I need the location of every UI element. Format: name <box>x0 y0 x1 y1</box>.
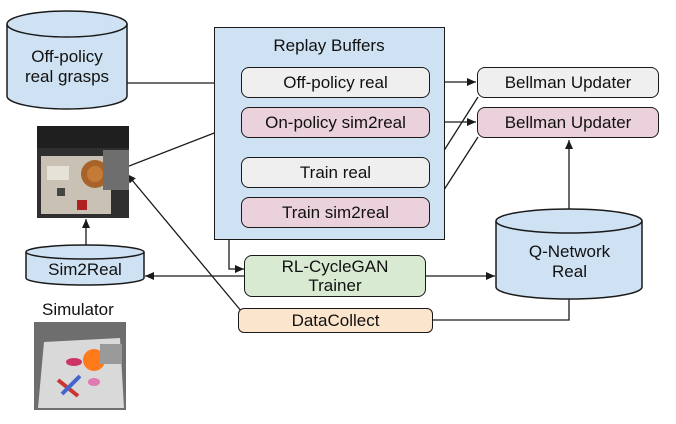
buffer-train-real[interactable]: Train real <box>241 157 430 188</box>
sim2real-cylinder: Sim2Real <box>25 244 145 286</box>
bellman-updater-bottom[interactable]: Bellman Updater <box>477 107 659 138</box>
arrow-datacollect-to-robot <box>126 173 243 313</box>
sim-robot-image <box>34 322 126 410</box>
q-network-label: Q-Network Real <box>495 238 644 286</box>
sim-robot-photo <box>34 322 126 410</box>
real-robot-photo <box>37 126 129 218</box>
data-collect[interactable]: DataCollect <box>238 308 433 333</box>
cyclegan-line1: RL-CycleGAN <box>281 257 389 276</box>
q-network-line2: Real <box>552 262 587 281</box>
line-qnet-to-datacollect <box>433 298 570 321</box>
offpolicy-grasps-label: Off-policy real grasps <box>6 42 128 92</box>
offpolicy-grasps-line2: real grasps <box>24 67 110 86</box>
offpolicy-grasps-line1: Off-policy <box>31 47 103 66</box>
cyclegan-line2: Trainer <box>308 276 362 295</box>
offpolicy-grasps-cylinder: Off-policy real grasps <box>6 10 128 110</box>
q-network-cylinder: Q-Network Real <box>495 208 644 300</box>
replay-buffers-title: Replay Buffers <box>273 36 385 55</box>
cyclegan-trainer[interactable]: RL-CycleGAN Trainer <box>244 255 426 297</box>
cylinder-shape <box>25 244 145 286</box>
buffer-onpolicy-sim2real[interactable]: On-policy sim2real <box>241 107 430 138</box>
buffer-train-sim2real[interactable]: Train sim2real <box>241 197 430 228</box>
q-network-line1: Q-Network <box>528 242 611 261</box>
sim2real-label: Sim2Real <box>48 260 122 279</box>
real-robot-image <box>37 126 129 218</box>
bellman-updater-top[interactable]: Bellman Updater <box>477 67 659 98</box>
cylinder-shape <box>495 208 643 300</box>
simulator-label: Simulator <box>42 300 114 319</box>
buffer-offpolicy-real[interactable]: Off-policy real <box>241 67 430 98</box>
cylinder-shape <box>6 10 128 110</box>
